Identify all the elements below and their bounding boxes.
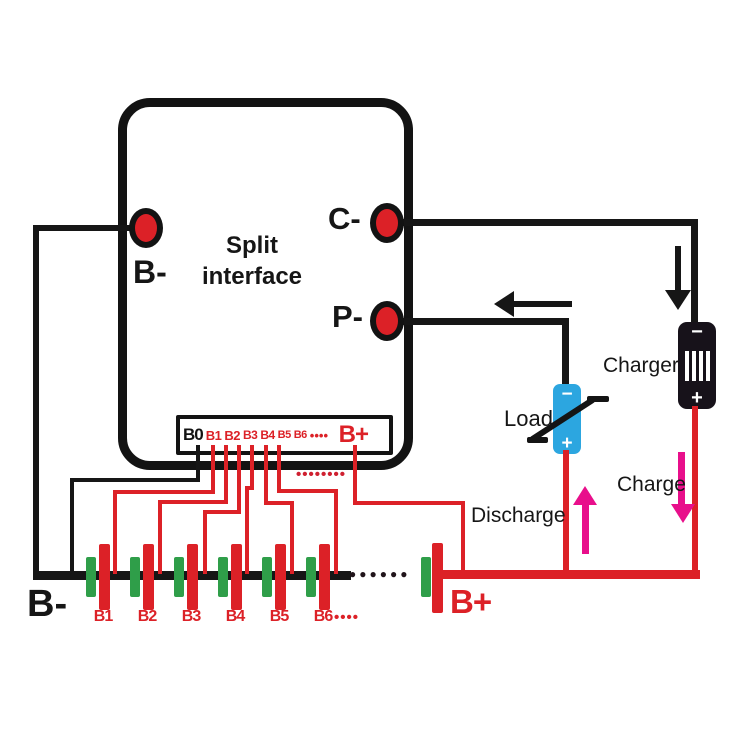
wire-b3-drop [203, 510, 207, 574]
title-line-1: Split [226, 232, 278, 259]
cell2-label: B2 [137, 608, 157, 625]
charger-stripes-icon [684, 350, 710, 381]
discharge-flow-up-arrow-icon [573, 486, 597, 505]
more-wires-dots: •••••••• [296, 466, 347, 483]
wire-b6-drop [334, 489, 338, 574]
charger-minus-sign: − [691, 321, 703, 343]
cell5-positive-plate [275, 544, 286, 610]
connector-pin-b5: B5 [277, 429, 292, 441]
more-cell-labels-dots: •••• [334, 609, 360, 626]
load-switch-tail-left [527, 437, 548, 443]
more-cells-dots: ●●●●●● [349, 567, 411, 581]
terminal-c-minus-label: C- [328, 201, 361, 236]
cell4-positive-plate [231, 544, 242, 610]
wire-b1-pin-stub [211, 445, 215, 494]
wire-pminus-vertical [562, 318, 569, 390]
cell1-negative-plate [86, 557, 96, 597]
wire-bminus-vertical [33, 225, 39, 577]
wire-bminus-horizontal [33, 225, 147, 231]
cell6-positive-plate [319, 544, 330, 610]
load-label: Load [504, 406, 553, 431]
wire-b2-horizontal [158, 500, 228, 504]
balance-connector-strip: B0 B1 B2 B3 B4 B5 B6 •••• B+ [176, 415, 393, 455]
wire-b1-horizontal [113, 490, 215, 494]
wire-pminus-horizontal [387, 318, 569, 325]
cell3-positive-plate [187, 544, 198, 610]
cell1-label: B1 [93, 608, 113, 625]
wire-b3-horizontal [203, 510, 241, 514]
discharge-direction-arrow-shaft [514, 301, 572, 307]
wire-b1-drop [113, 490, 117, 574]
connector-pin-b2: B2 [224, 427, 240, 443]
wire-b5-pin-stub [264, 445, 268, 505]
wire-b5-horizontal [264, 501, 294, 505]
wire-b4-pin-stub [250, 445, 254, 490]
last-cell-negative-plate [421, 557, 431, 597]
terminal-c-minus [370, 203, 404, 243]
discharge-direction-arrow-icon [494, 291, 514, 317]
connector-more-pins-dots: •••• [309, 427, 329, 443]
wire-bplus-pin-stub [353, 445, 357, 505]
wire-b2-drop [158, 500, 162, 574]
discharge-flow-arrow-shaft [582, 503, 589, 554]
cell1-positive-plate [99, 544, 110, 610]
battery-b-plus-label: B+ [450, 583, 492, 620]
cell2-positive-plate [143, 544, 154, 610]
cell3-negative-plate [174, 557, 184, 597]
wire-b2-pin-stub [224, 445, 228, 504]
cell6-negative-plate [306, 557, 316, 597]
wire-load-positive [563, 450, 569, 576]
cell5-label: B5 [269, 608, 289, 625]
split-interface-title: Split interface [152, 230, 352, 292]
terminal-b-minus [129, 208, 163, 248]
connector-pin-b4: B4 [260, 428, 275, 442]
wire-b0-pin-stub [196, 445, 200, 482]
terminal-b-minus-label: B- [133, 254, 167, 290]
wire-cminus-vertical [691, 219, 698, 326]
battery-b-minus-label: B- [27, 583, 68, 625]
connector-pin-bplus: B+ [338, 421, 369, 448]
wire-bplus-drop [461, 501, 465, 572]
last-cell-positive-plate [432, 543, 443, 613]
wire-bplus-horizontal [353, 501, 465, 505]
charge-flow-down-arrow-icon [671, 504, 695, 523]
cell5-negative-plate [262, 557, 272, 597]
charge-label: Charge [617, 473, 686, 496]
cell3-label: B3 [181, 608, 201, 625]
wire-b4-drop [245, 486, 249, 574]
charge-direction-arrow-shaft [675, 246, 681, 292]
connector-pin-b1: B1 [205, 427, 222, 443]
wire-b0-horizontal [70, 478, 200, 482]
split-interface-box [118, 98, 413, 470]
wire-b0-vertical [70, 478, 74, 575]
charge-flow-arrow-shaft [678, 452, 685, 506]
cell4-negative-plate [218, 557, 228, 597]
wire-cminus-horizontal [387, 219, 698, 226]
wire-b6-pin-stub [277, 445, 281, 493]
load-minus-sign: − [561, 384, 573, 405]
title-line-2: interface [201, 263, 303, 290]
wire-b4-horizontal [245, 486, 254, 490]
wire-battery-positive-rail [440, 570, 700, 579]
wire-charger-positive [692, 406, 698, 575]
load-switch-tail-right [587, 396, 609, 402]
wire-b5-drop [290, 501, 294, 574]
connector-pin-b6: B6 [293, 429, 308, 441]
cell4-label: B4 [225, 608, 245, 625]
charger-component: − + [678, 322, 716, 409]
connector-pin-b3: B3 [242, 428, 258, 442]
cell6-label: B6 [313, 608, 333, 625]
cell2-negative-plate [130, 557, 140, 597]
terminal-p-minus-label: P- [332, 299, 363, 334]
load-plus-sign: + [561, 433, 573, 454]
connector-pin-b0: B0 [183, 425, 204, 444]
terminal-p-minus [370, 301, 404, 341]
discharge-label: Discharge [471, 504, 566, 527]
wire-b3-pin-stub [237, 445, 241, 514]
charger-plus-sign: + [691, 387, 703, 409]
wire-b6-horizontal [277, 489, 338, 493]
charge-direction-arrow-icon [665, 290, 691, 310]
charger-label: Charger [603, 354, 679, 377]
